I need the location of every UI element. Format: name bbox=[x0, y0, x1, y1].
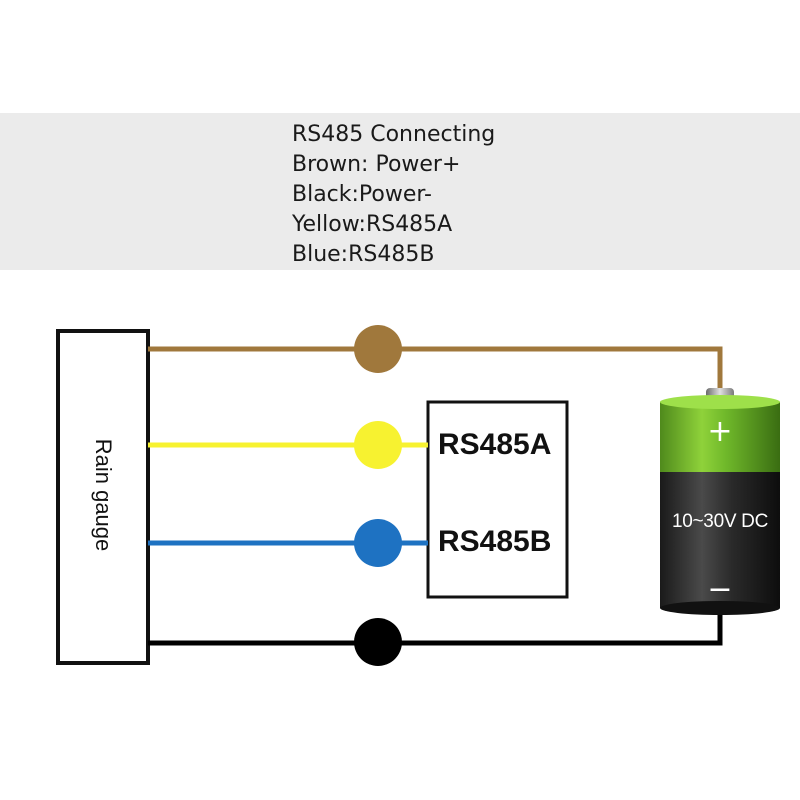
rain-gauge-label: Rain gauge bbox=[91, 438, 116, 552]
legend-background bbox=[0, 113, 800, 270]
battery-plus-symbol: + bbox=[707, 414, 733, 449]
terminal-block-box bbox=[426, 400, 569, 599]
wiring-legend: RS485 Connecting Brown: Power+ Black:Pow… bbox=[292, 120, 495, 270]
black-wire bbox=[148, 608, 723, 646]
yellow-wire-node bbox=[354, 421, 402, 469]
blue-wire-node bbox=[354, 519, 402, 567]
rs485b-label: RS485B bbox=[438, 525, 552, 558]
legend-brown: Brown: Power+ bbox=[292, 152, 461, 177]
legend-blue: Blue:RS485B bbox=[292, 242, 435, 267]
rain-gauge-box bbox=[56, 329, 150, 665]
brown-wire-node bbox=[354, 325, 402, 373]
legend-yellow: Yellow:RS485A bbox=[292, 212, 453, 237]
battery-icon bbox=[660, 388, 780, 615]
brown-wire bbox=[148, 346, 723, 392]
battery-minus-symbol: − bbox=[707, 572, 733, 607]
rs485a-label: RS485A bbox=[438, 428, 552, 461]
black-wire-node bbox=[354, 618, 402, 666]
legend-black: Black:Power- bbox=[292, 182, 432, 207]
legend-title: RS485 Connecting bbox=[292, 122, 496, 147]
battery-voltage-label: 10~30V DC bbox=[671, 511, 769, 532]
